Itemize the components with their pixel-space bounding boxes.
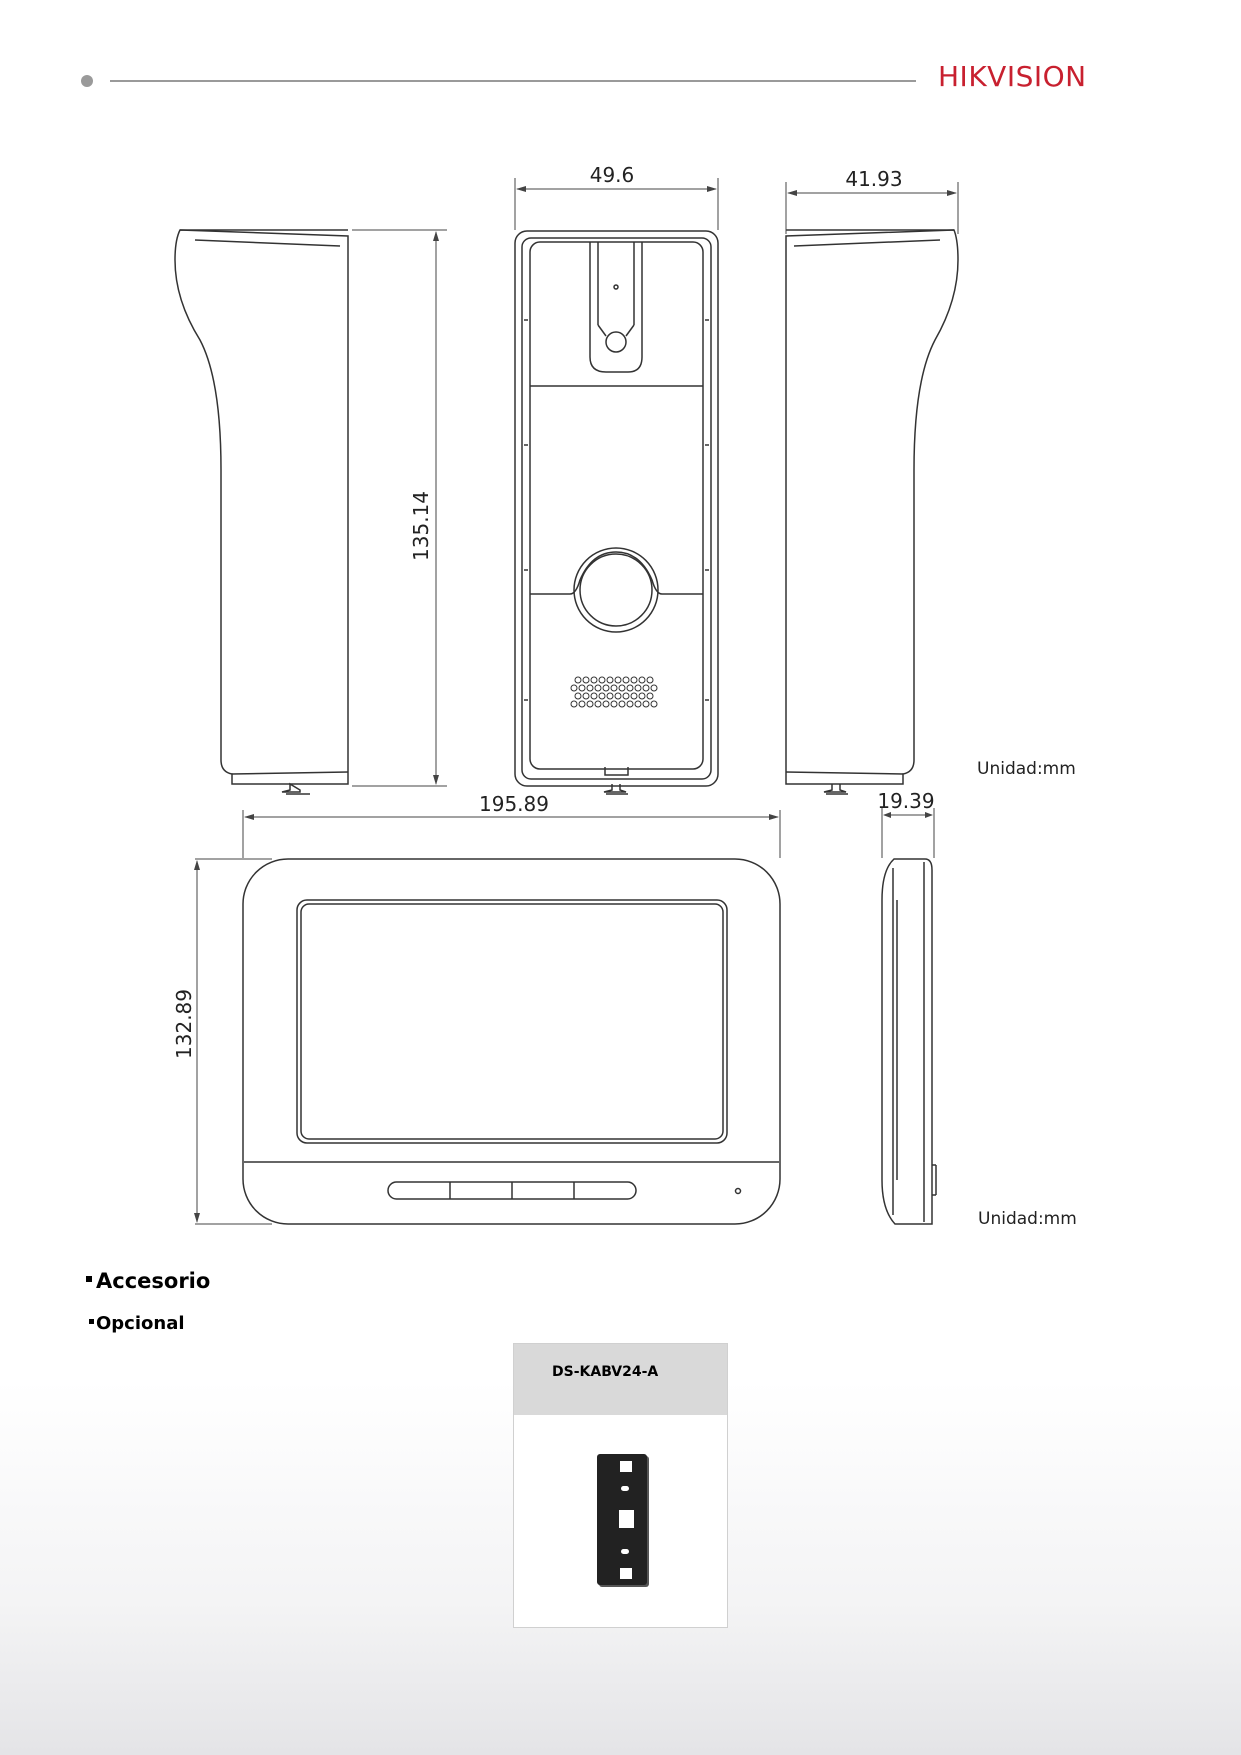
dim-door-width: 49.6 — [590, 163, 635, 187]
accessory-card: DS-KABV24-A — [513, 1343, 728, 1628]
section-accessory: Accesorio — [86, 1269, 210, 1293]
bullet-square — [89, 1318, 94, 1324]
header-dot — [81, 75, 93, 87]
door-station-front-view — [514, 230, 719, 795]
dim-door-height: 135.14 — [409, 491, 433, 561]
monitor-front-view — [242, 858, 781, 1225]
brand-logo: HIKVISION — [938, 60, 1087, 93]
section-optional-title: Opcional — [96, 1313, 185, 1334]
dim-monitor-height: 132.89 — [172, 989, 196, 1059]
speaker-grille — [570, 676, 658, 708]
section-accessory-title: Accesorio — [96, 1269, 211, 1293]
unit-label-monitor: Unidad:mm — [978, 1209, 1077, 1229]
dim-monitor-width: 195.89 — [479, 792, 549, 816]
door-station-side-view-right — [785, 229, 959, 795]
accessory-card-header: DS-KABV24-A — [514, 1344, 727, 1415]
accessory-model: DS-KABV24-A — [552, 1364, 659, 1380]
dim-door-depth: 41.93 — [845, 167, 902, 191]
bullet-square — [86, 1276, 92, 1282]
monitor-side-view — [881, 858, 937, 1225]
header-line — [110, 80, 916, 82]
section-optional: Opcional — [89, 1313, 185, 1334]
dim-monitor-depth: 19.39 — [877, 789, 934, 813]
unit-label-door-station: Unidad:mm — [977, 759, 1076, 779]
door-station-side-view-left — [174, 229, 349, 795]
mounting-bracket-image — [597, 1454, 647, 1585]
